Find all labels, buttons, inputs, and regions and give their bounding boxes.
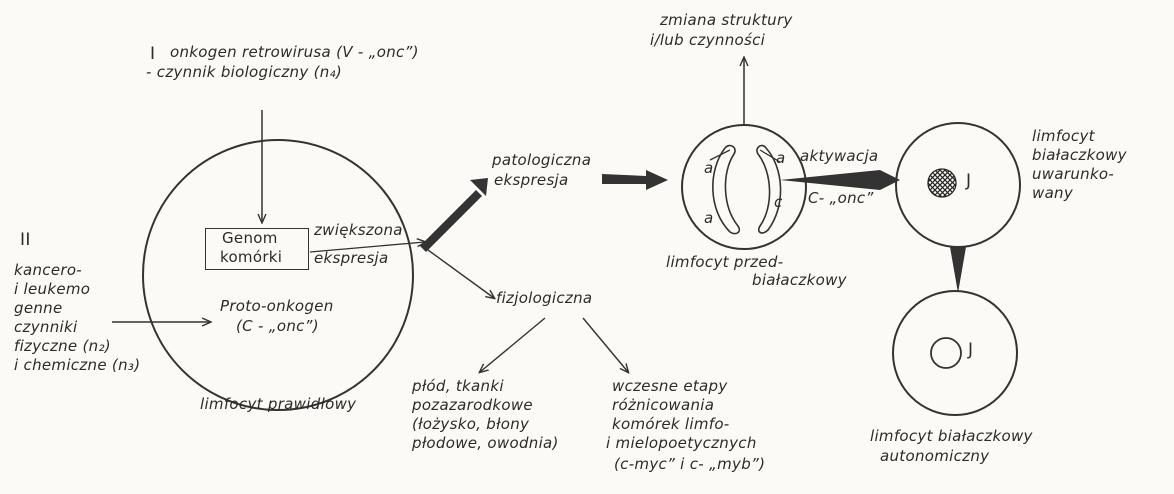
- early-branch-arrow: [583, 318, 628, 372]
- pathological-label-line2: ekspresja: [494, 172, 569, 189]
- chromosome-label-a-bottom: a: [704, 210, 714, 227]
- retrovirus-label-line1: onkogen retrowirusa (V - „onc”): [170, 44, 419, 61]
- structure-change-line2: i/lub czynności: [650, 32, 765, 49]
- increased-expression-line1: zwiększona: [314, 222, 403, 239]
- fetus-line-3: (łożysko, błony: [412, 416, 529, 433]
- cell-letter-J-bottom: J: [968, 342, 973, 359]
- roman-numeral-two: II: [20, 232, 31, 249]
- conditioned-leukemic-circle: [896, 123, 1020, 247]
- genome-label-line2: komórki: [220, 249, 282, 266]
- increased-expression-line2: ekspresja: [314, 250, 389, 267]
- factor-line-4: czynniki: [14, 319, 77, 336]
- autonomous-label-line2: autonomiczny: [880, 448, 989, 465]
- hatched-nucleus: [928, 169, 956, 197]
- pathological-wedge-arrow: [420, 190, 482, 252]
- conditioned-label-line3: uwarunko-: [1032, 166, 1114, 183]
- conditioned-label-line1: limfocyt: [1032, 128, 1095, 145]
- factor-line-3: genne: [14, 300, 63, 317]
- retrovirus-label-line2: - czynnik biologiczny (n₄): [146, 64, 342, 81]
- protooncogene-line1: Proto-onkogen: [220, 298, 334, 315]
- preleukemic-label-line1: limfocyt przed-: [666, 254, 783, 271]
- normal-lymphocyte-label: limfocyt prawidłowy: [200, 396, 356, 413]
- normal-lymphocyte-circle: [143, 140, 413, 410]
- early-line-3: komórek limfo-: [612, 416, 730, 433]
- preleukemic-label-line2: białaczkowy: [752, 272, 847, 289]
- open-nucleus: [931, 338, 961, 368]
- factor-line-6: i chemiczne (n₃): [14, 357, 140, 374]
- pathological-to-preleukemic-arrow: [602, 170, 668, 190]
- autonomous-leukemic-circle: [893, 291, 1017, 415]
- cell-letter-J-top: J: [966, 173, 971, 190]
- activation-label: aktywacja: [800, 148, 878, 165]
- protooncogene-line2: (C - „onc”): [236, 318, 319, 335]
- early-line-4: i mielopoetycznych: [606, 435, 757, 452]
- structure-change-line1: zmiana struktury: [660, 12, 793, 29]
- c-onc-label: C- „onc”: [808, 190, 874, 207]
- early-line-1: wczesne etapy: [612, 378, 728, 395]
- pathological-label-line1: patologiczna: [492, 152, 591, 169]
- physiological-arrow: [428, 250, 494, 298]
- autonomy-wedge-arrow: [950, 247, 966, 293]
- fetus-line-1: płód, tkanki: [412, 378, 504, 395]
- early-line-5: (c-myc” i c- „myb”): [614, 456, 765, 473]
- autonomous-label-line1: limfocyt białaczkowy: [870, 428, 1033, 445]
- fetus-line-4: płodowe, owodnia): [412, 435, 559, 452]
- conditioned-label-line4: wany: [1032, 185, 1073, 202]
- factor-line-2: i leukemo: [14, 281, 90, 298]
- chromosome-left: [713, 146, 739, 234]
- chromosome-label-a-right: a: [776, 150, 786, 167]
- preleukemic-circle: [682, 125, 806, 249]
- chromosome-label-c: c: [774, 194, 783, 211]
- roman-numeral-one: I: [150, 46, 155, 63]
- physiological-label: fizjologiczna: [496, 290, 592, 307]
- genome-label-line1: Genom: [222, 230, 278, 247]
- factor-line-5: fizyczne (n₂): [14, 338, 111, 355]
- factor-line-1: kancero-: [14, 262, 82, 279]
- chromosome-label-a-top: a: [704, 160, 714, 177]
- activation-wedge-arrow: [780, 170, 900, 190]
- fetus-line-2: pozazarodkowe: [412, 397, 533, 414]
- early-line-2: różnicowania: [612, 397, 714, 414]
- fetus-branch-arrow: [480, 318, 545, 372]
- conditioned-label-line2: białaczkowy: [1032, 147, 1127, 164]
